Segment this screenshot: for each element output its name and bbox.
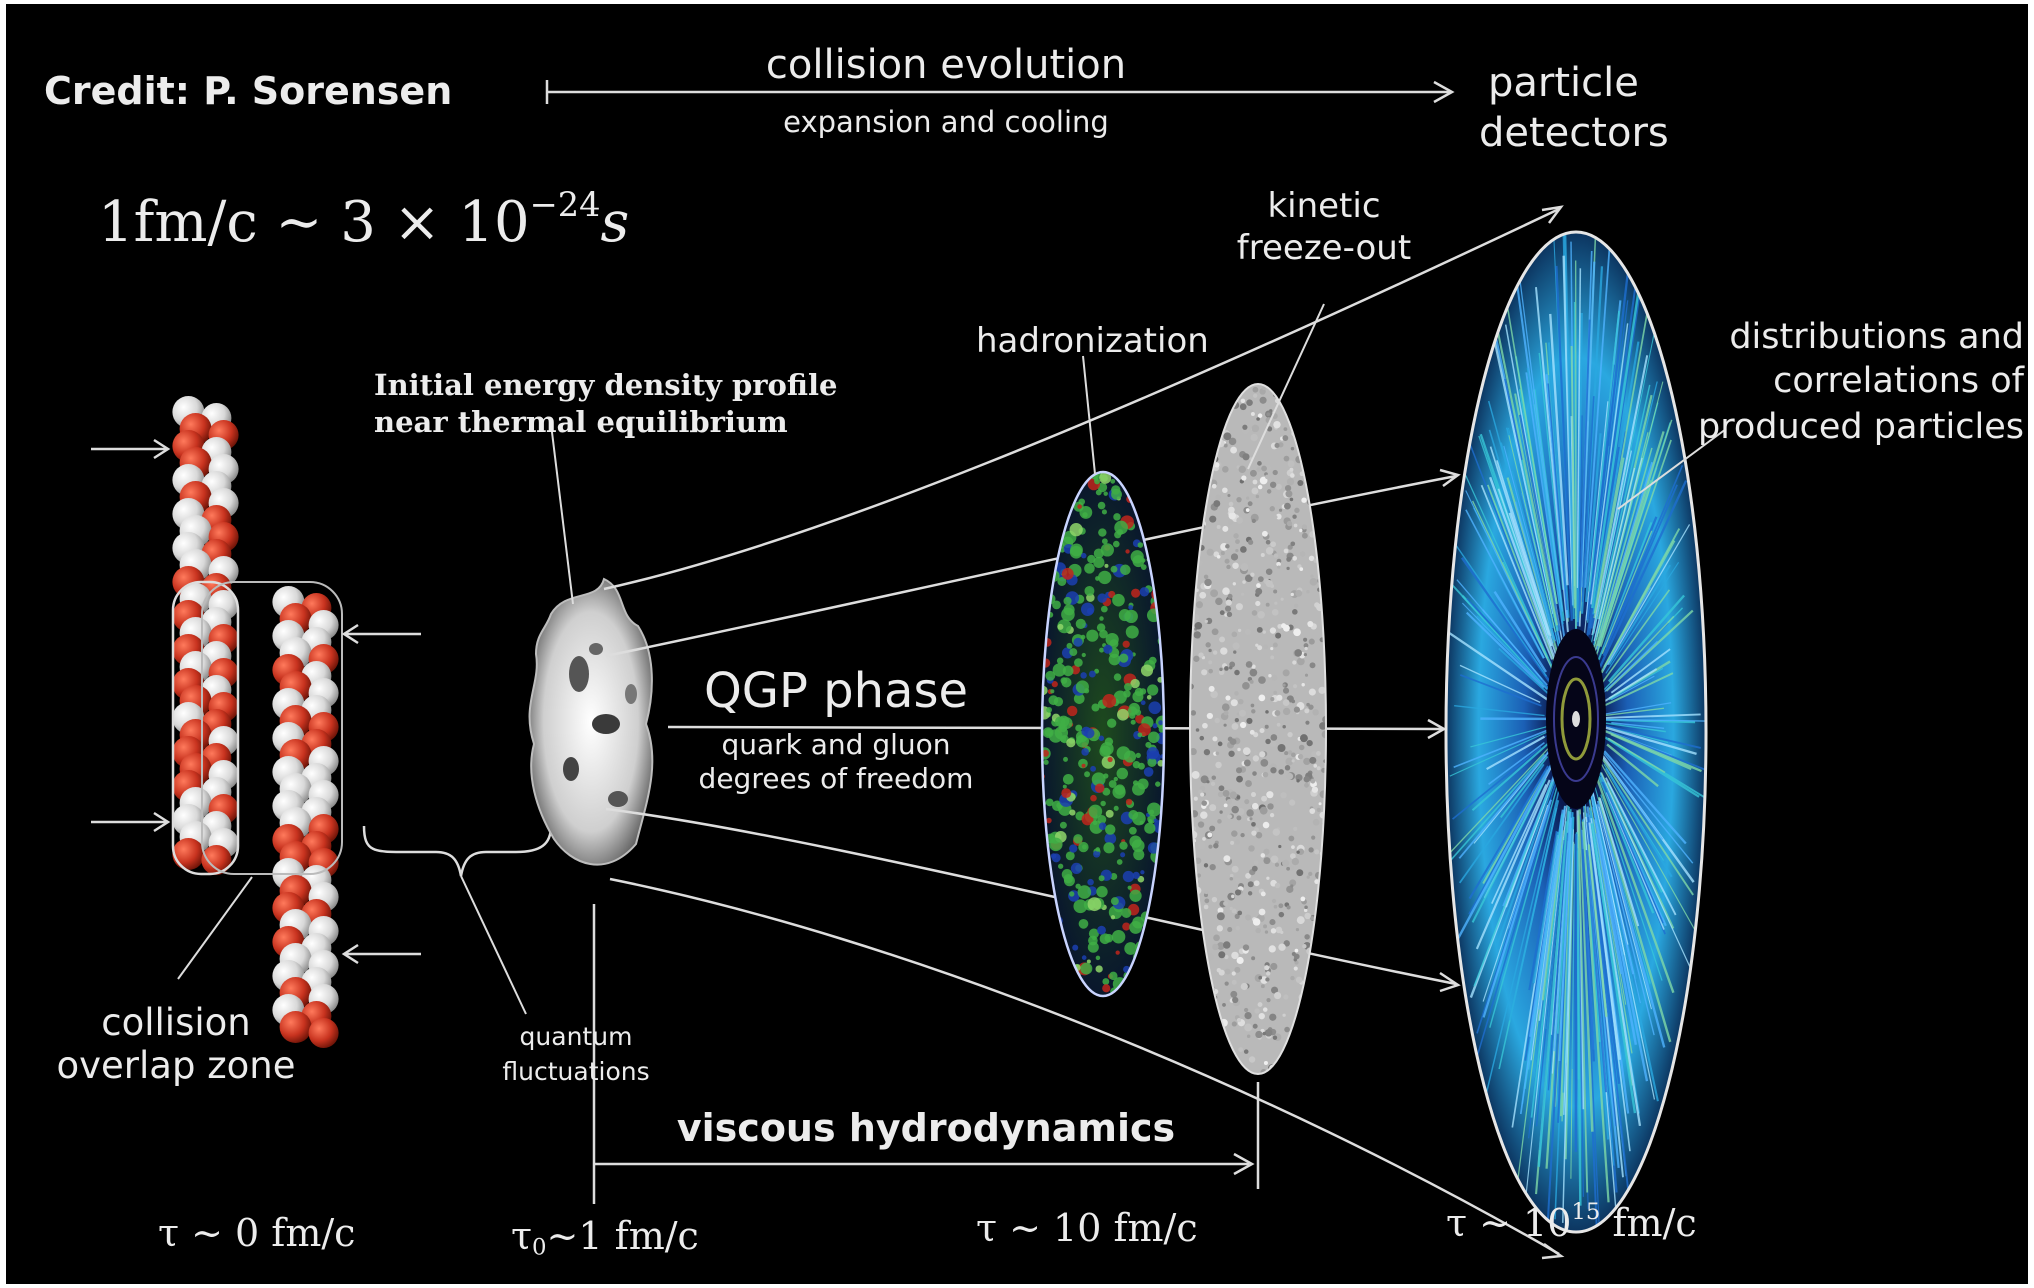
overlap-zone-bracket <box>201 581 343 875</box>
overlap-label-line1: collision <box>101 1001 251 1044</box>
quantum-pointer <box>460 875 527 1015</box>
distributions-label-line2: correlations of <box>1773 361 2024 401</box>
overlap-pointer <box>177 876 253 980</box>
nucleus-right <box>272 586 339 1048</box>
quantum-brace <box>362 825 553 877</box>
quantum-label-line2: fluctuations <box>502 1057 650 1086</box>
timeline-title: collision evolution <box>765 42 1127 88</box>
kinetic-label-line2: freeze-out <box>1236 228 1412 268</box>
distributions-pointer <box>1617 428 1727 510</box>
diagram-artwork <box>91 80 1727 1260</box>
freeze-out-pointer <box>1247 303 1325 470</box>
distributions-label-line1: distributions and <box>1729 317 2024 357</box>
time-final-prefix: τ ∼ 10 <box>1446 1201 1572 1245</box>
time-label-1: τ0∼1 fm/c <box>511 1214 699 1259</box>
overlap-label-line2: overlap zone <box>56 1044 296 1087</box>
expansion-curves <box>603 205 1565 1260</box>
time-final-suffix: fm/c <box>1600 1201 1697 1245</box>
detector-event-display <box>1444 230 1708 1234</box>
equation-exponent: −24 <box>529 184 601 224</box>
time-label-1-value: ∼1 fm/c <box>546 1214 699 1258</box>
qgp-subtitle-line2: degrees of freedom <box>698 762 974 795</box>
nucleus-left <box>172 396 239 875</box>
distributions-label-line3: produced particles <box>1697 407 2024 447</box>
qgp-subtitle-line1: quark and gluon <box>721 728 951 761</box>
time-label-0: τ ∼ 0 fm/c <box>158 1211 356 1255</box>
time-label-10: τ ∼ 10 fm/c <box>976 1206 1198 1250</box>
time-label-final: τ ∼ 1015 fm/c <box>1446 1201 1697 1245</box>
equation-unit: s <box>600 190 630 255</box>
initial-label-line2: near thermal equilibrium <box>374 405 788 439</box>
hadronization-pointer <box>1082 355 1096 475</box>
quantum-label-line1: quantum <box>519 1022 633 1051</box>
initial-energy-blob <box>528 577 654 866</box>
initial-pointer <box>550 423 574 605</box>
viscous-hydro-label: viscous hydrodynamics <box>676 1106 1176 1150</box>
tau-subscript: 0 <box>532 1234 547 1261</box>
equation-base: 1fm/c ∼ 3 × 10 <box>98 190 530 255</box>
hadronization-label: hadronization <box>976 321 1209 361</box>
timeline-arrow <box>545 80 1455 104</box>
time-final-exponent: 15 <box>1571 1198 1601 1225</box>
detectors-label-line1: particle <box>1488 60 1639 106</box>
detectors-label-line2: detectors <box>1479 110 1669 156</box>
qgp-title: QGP phase <box>703 663 969 719</box>
initial-label-line1: Initial energy density profile <box>374 368 838 402</box>
timeline-subtitle: expansion and cooling <box>783 105 1109 139</box>
time-scale-equation: 1fm/c ∼ 3 × 10−24s <box>98 188 629 253</box>
credit-label: Credit: P. Sorensen <box>44 69 453 113</box>
kinetic-label-line1: kinetic <box>1267 186 1381 226</box>
overlap-zone-outline <box>171 580 240 876</box>
tau-symbol: τ <box>511 1214 533 1258</box>
incoming-arrows <box>91 438 421 965</box>
diagram-canvas: Credit: P. Sorensen collision evolution … <box>6 4 2028 1284</box>
viscous-arrow <box>594 1152 1255 1176</box>
